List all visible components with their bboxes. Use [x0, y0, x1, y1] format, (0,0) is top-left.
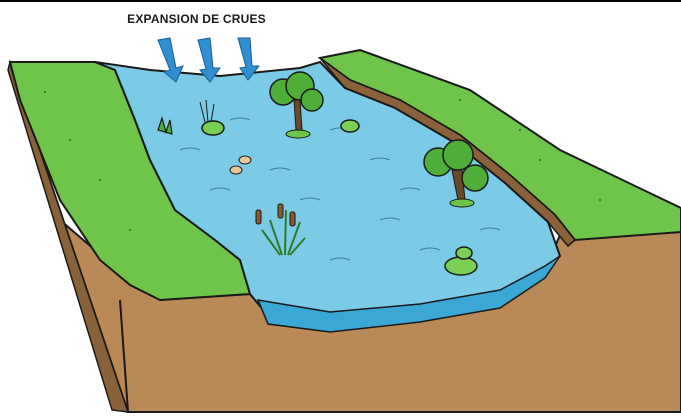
shrub-icon — [341, 120, 359, 132]
